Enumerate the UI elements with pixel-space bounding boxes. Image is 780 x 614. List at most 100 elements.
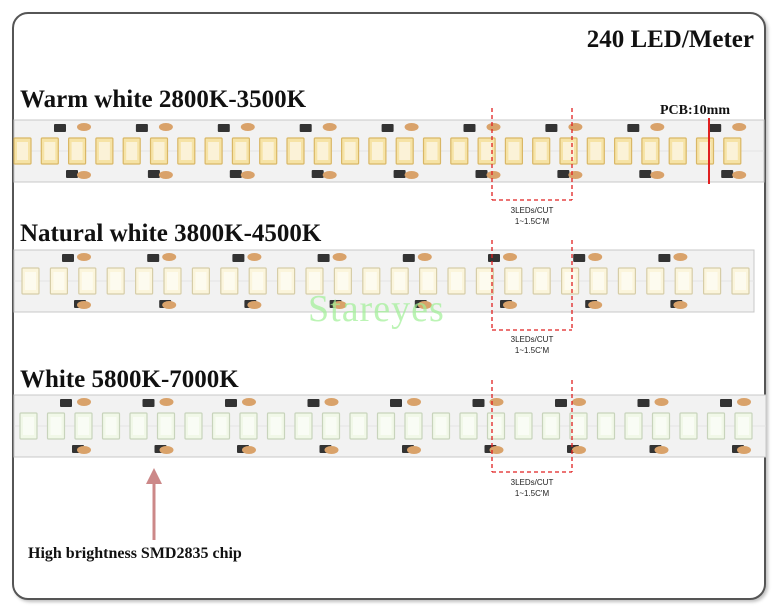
solder-pad bbox=[654, 398, 669, 406]
smd-led-lens bbox=[252, 272, 264, 290]
smd-resistor bbox=[639, 170, 652, 178]
smd-led-lens bbox=[223, 272, 235, 290]
solder-pad bbox=[332, 253, 347, 261]
smd-led-lens bbox=[508, 142, 520, 160]
smd-resistor bbox=[721, 170, 734, 178]
smd-resistor bbox=[637, 399, 650, 407]
smd-led-lens bbox=[573, 417, 584, 435]
solder-pad bbox=[404, 123, 419, 131]
smd-led-lens bbox=[726, 142, 738, 160]
smd-resistor bbox=[54, 124, 66, 132]
smd-led-lens bbox=[309, 272, 320, 290]
smd-led-lens bbox=[215, 417, 227, 435]
smd-resistor bbox=[393, 170, 406, 178]
solder-pad bbox=[503, 301, 517, 309]
smd-led-lens bbox=[270, 417, 282, 435]
smd-led-lens bbox=[710, 417, 722, 435]
smd-led-lens bbox=[337, 272, 349, 290]
smd-led-lens bbox=[344, 142, 356, 160]
smd-resistor bbox=[317, 254, 330, 262]
solder-pad bbox=[673, 253, 688, 261]
solder-pad bbox=[737, 398, 751, 406]
smd-led-lens bbox=[153, 142, 165, 160]
smd-resistor bbox=[299, 124, 312, 132]
solder-pad bbox=[568, 123, 583, 131]
smd-led-lens bbox=[408, 417, 419, 435]
smd-led-lens bbox=[590, 142, 602, 160]
smd-led-lens bbox=[738, 417, 749, 435]
smd-led-lens bbox=[536, 272, 548, 290]
smd-led-lens bbox=[507, 272, 519, 290]
solder-pad bbox=[162, 301, 177, 309]
smd-led-lens bbox=[160, 417, 172, 435]
smd-led-lens bbox=[518, 417, 529, 435]
smd-resistor bbox=[307, 399, 320, 407]
solder-pad bbox=[568, 171, 583, 179]
smd-resistor bbox=[463, 124, 476, 132]
strip-title-white: White 5800K-7000K bbox=[20, 366, 239, 393]
strip-title-natural: Natural white 3800K-4500K bbox=[20, 220, 322, 247]
smd-led-lens bbox=[298, 417, 309, 435]
solder-pad bbox=[588, 301, 603, 309]
smd-led-lens bbox=[53, 272, 65, 290]
smd-led-lens bbox=[699, 142, 711, 160]
smd-led-lens bbox=[98, 142, 110, 160]
smd-led-lens bbox=[735, 272, 746, 290]
smd-led-lens bbox=[617, 142, 629, 160]
smd-led-lens bbox=[600, 417, 612, 435]
smd-led-lens bbox=[481, 142, 493, 160]
solder-pad bbox=[489, 446, 504, 454]
smd-resistor bbox=[488, 254, 500, 262]
smd-resistor bbox=[557, 170, 570, 178]
smd-led-lens bbox=[706, 272, 718, 290]
smd-resistor bbox=[147, 254, 160, 262]
smd-resistor bbox=[217, 124, 230, 132]
solder-pad bbox=[77, 123, 91, 131]
solder-pad bbox=[240, 171, 255, 179]
smd-led-lens bbox=[463, 417, 474, 435]
smd-led-lens bbox=[105, 417, 117, 435]
smd-resistor bbox=[62, 254, 74, 262]
smd-resistor bbox=[475, 170, 488, 178]
solder-pad bbox=[673, 301, 688, 309]
smd-resistor bbox=[311, 170, 324, 178]
smd-led-lens bbox=[188, 417, 199, 435]
smd-led-lens bbox=[621, 272, 633, 290]
smd-led-lens bbox=[353, 417, 364, 435]
smd-led-lens bbox=[180, 142, 192, 160]
solder-pad bbox=[654, 446, 669, 454]
smd-resistor bbox=[142, 399, 155, 407]
smd-led-lens bbox=[371, 142, 383, 160]
smd-led-lens bbox=[325, 417, 337, 435]
smd-led-lens bbox=[453, 142, 465, 160]
smd-led-lens bbox=[490, 417, 502, 435]
solder-pad bbox=[158, 123, 173, 131]
smd-resistor bbox=[472, 399, 485, 407]
smd-led-lens bbox=[235, 142, 247, 160]
solder-pad bbox=[417, 301, 432, 309]
smd-led-lens bbox=[426, 142, 438, 160]
solder-pad bbox=[159, 446, 174, 454]
smd-led-lens bbox=[133, 417, 144, 435]
smd-resistor bbox=[545, 124, 558, 132]
solder-pad bbox=[77, 446, 91, 454]
smd-resistor bbox=[390, 399, 402, 407]
smd-led-lens bbox=[672, 142, 684, 160]
solder-pad bbox=[503, 253, 517, 261]
smd-led-lens bbox=[243, 417, 254, 435]
smd-led-lens bbox=[644, 142, 656, 160]
smd-resistor bbox=[555, 399, 567, 407]
solder-pad bbox=[650, 171, 665, 179]
smd-resistor bbox=[135, 124, 148, 132]
smd-resistor bbox=[229, 170, 242, 178]
smd-led-lens bbox=[71, 142, 83, 160]
solder-pad bbox=[324, 398, 339, 406]
chip-annotation-label: High brightness SMD2835 chip bbox=[28, 545, 242, 562]
smd-resistor bbox=[402, 254, 415, 262]
solder-pad bbox=[77, 171, 91, 179]
solder-pad bbox=[159, 398, 174, 406]
watermark: Stareyes bbox=[308, 288, 445, 330]
smd-resistor bbox=[60, 399, 72, 407]
